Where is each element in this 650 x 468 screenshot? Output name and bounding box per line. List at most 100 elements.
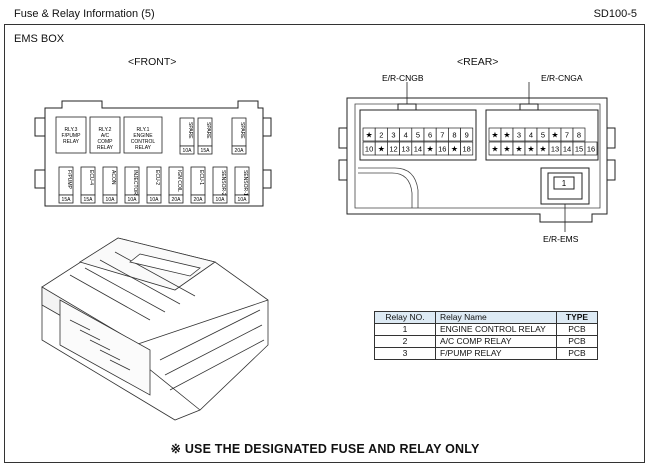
page-title: Fuse & Relay Information (5) [14, 8, 155, 20]
connector-pin: ★ [362, 127, 376, 142]
relay-label-line: ENGINE [133, 133, 153, 139]
connector-pin: ★ [512, 141, 526, 156]
connector-pin: 5 [536, 127, 550, 142]
conn-b-label: E/R-CNGB [382, 73, 424, 83]
relay-type-cell: PCB [556, 323, 598, 336]
relay-label-line: CONTROL [131, 139, 156, 145]
connector-pin: ★ [374, 141, 388, 156]
pin-number-label: ★ [551, 131, 558, 140]
table-row: 3 F/PUMP RELAY PCB [374, 347, 598, 360]
fuse-rating-label: 15A [201, 148, 211, 154]
rear-view-label: <REAR> [457, 56, 499, 68]
relay-label-line: A/C [101, 133, 110, 139]
pin-number-label: 13 [551, 145, 559, 154]
connector-pin: ★ [500, 127, 514, 142]
relay-name-cell: ENGINE CONTROL RELAY [435, 323, 557, 336]
fuse-rating-label: 10A [106, 197, 116, 203]
page-header: Fuse & Relay Information (5) SD100-5 [4, 4, 645, 25]
pin-number-label: 10 [365, 145, 373, 154]
relay-label-line: F/PUMP [62, 133, 82, 139]
relay-label-line: RELAY [135, 145, 152, 151]
fuse-rating-label: 10A [128, 197, 138, 203]
pin-number-label: 3 [517, 131, 521, 140]
relay-label-line: RELAY [97, 145, 114, 151]
relay-name-header: Relay Name [435, 311, 557, 324]
pin-number-label: ★ [427, 145, 434, 154]
relay-type-cell: PCB [556, 335, 598, 348]
fuse-name-label: SPARE [205, 122, 211, 139]
relay-name-cell: F/PUMP RELAY [435, 347, 557, 360]
connector-pin: 13 [548, 141, 562, 156]
fuse-rating-label: 10A [183, 148, 193, 154]
connector-pin: 18 [460, 141, 474, 156]
pin-number-label: ★ [366, 131, 373, 140]
pin-number-label: 5 [416, 131, 420, 140]
pin-number-label: ★ [491, 131, 498, 140]
pin-number-label: ★ [491, 145, 498, 154]
pin-number-label: 6 [428, 131, 432, 140]
ems-pin-label: 1 [562, 179, 567, 188]
pin-number-label: ★ [378, 145, 385, 154]
fuse-rating-label: 10A [238, 197, 248, 203]
pin-number-label: 14 [414, 145, 422, 154]
connector-pin: 15 [572, 141, 586, 156]
ems-connector-label: E/R-EMS [543, 234, 579, 244]
connector-pin: 8 [448, 127, 461, 142]
pin-number-label: 4 [529, 131, 533, 140]
connector-pin: 2 [374, 127, 388, 142]
pin-number-label: 16 [438, 145, 446, 154]
fuse-rating-label: 15A [84, 197, 94, 203]
spare-fuse-slot: SPARE 15A [197, 117, 213, 155]
pin-number-label: 3 [391, 131, 395, 140]
fuse-rating-label: 20A [194, 197, 204, 203]
connector-pin: 14 [411, 141, 425, 156]
pin-number-label: ★ [515, 145, 522, 154]
connector-pin: 10 [362, 141, 376, 156]
relay-no-header: Relay NO. [374, 311, 436, 324]
fuse-name-label: SPARE [187, 122, 193, 139]
conn-a-label: E/R-CNGA [541, 73, 583, 83]
fuse-slot: INJECTOR 10A [124, 166, 140, 204]
connector-pin: 12 [387, 141, 400, 156]
pin-number-label: 4 [404, 131, 408, 140]
front-view-label: <FRONT> [128, 56, 177, 68]
ems-box-3d-illustration [41, 237, 269, 421]
pin-number-label: 2 [379, 131, 383, 140]
pin-number-label: ★ [451, 145, 458, 154]
pin-number-label: 8 [577, 131, 581, 140]
connector-pin: ★ [536, 141, 550, 156]
relay-label-line: RLY.3 [65, 127, 78, 133]
page-code: SD100-5 [593, 8, 637, 20]
fuse-rating-label: 20A [172, 197, 182, 203]
connector-pin: ★ [488, 127, 502, 142]
connector-pin: 3 [387, 127, 400, 142]
relay-table: Relay NO. Relay Name TYPE 1 ENGINE CONTR… [374, 311, 598, 360]
relay-label-line: COMP [98, 139, 114, 145]
relay-label-line: RLY.2 [99, 127, 112, 133]
relay-label-line: RELAY [63, 139, 80, 145]
relay-no-cell: 3 [374, 347, 436, 360]
fuse-rating-label: 20A [235, 148, 245, 154]
connector-pin: 4 [399, 127, 413, 142]
fuse-name-label: INJECTOR [132, 170, 138, 195]
fuse-name-label: ECU-2 [154, 170, 160, 185]
spare-fuse-slot: SPARE 10A [179, 117, 195, 155]
connector-pin: 16 [584, 141, 598, 156]
connector-pin: 7 [435, 127, 449, 142]
pin-number-label: ★ [503, 131, 510, 140]
section-title: EMS BOX [14, 33, 65, 45]
pin-number-label: ★ [539, 145, 546, 154]
pin-number-label: 8 [452, 131, 456, 140]
pin-number-label: 13 [402, 145, 410, 154]
pin-number-label: 5 [541, 131, 545, 140]
